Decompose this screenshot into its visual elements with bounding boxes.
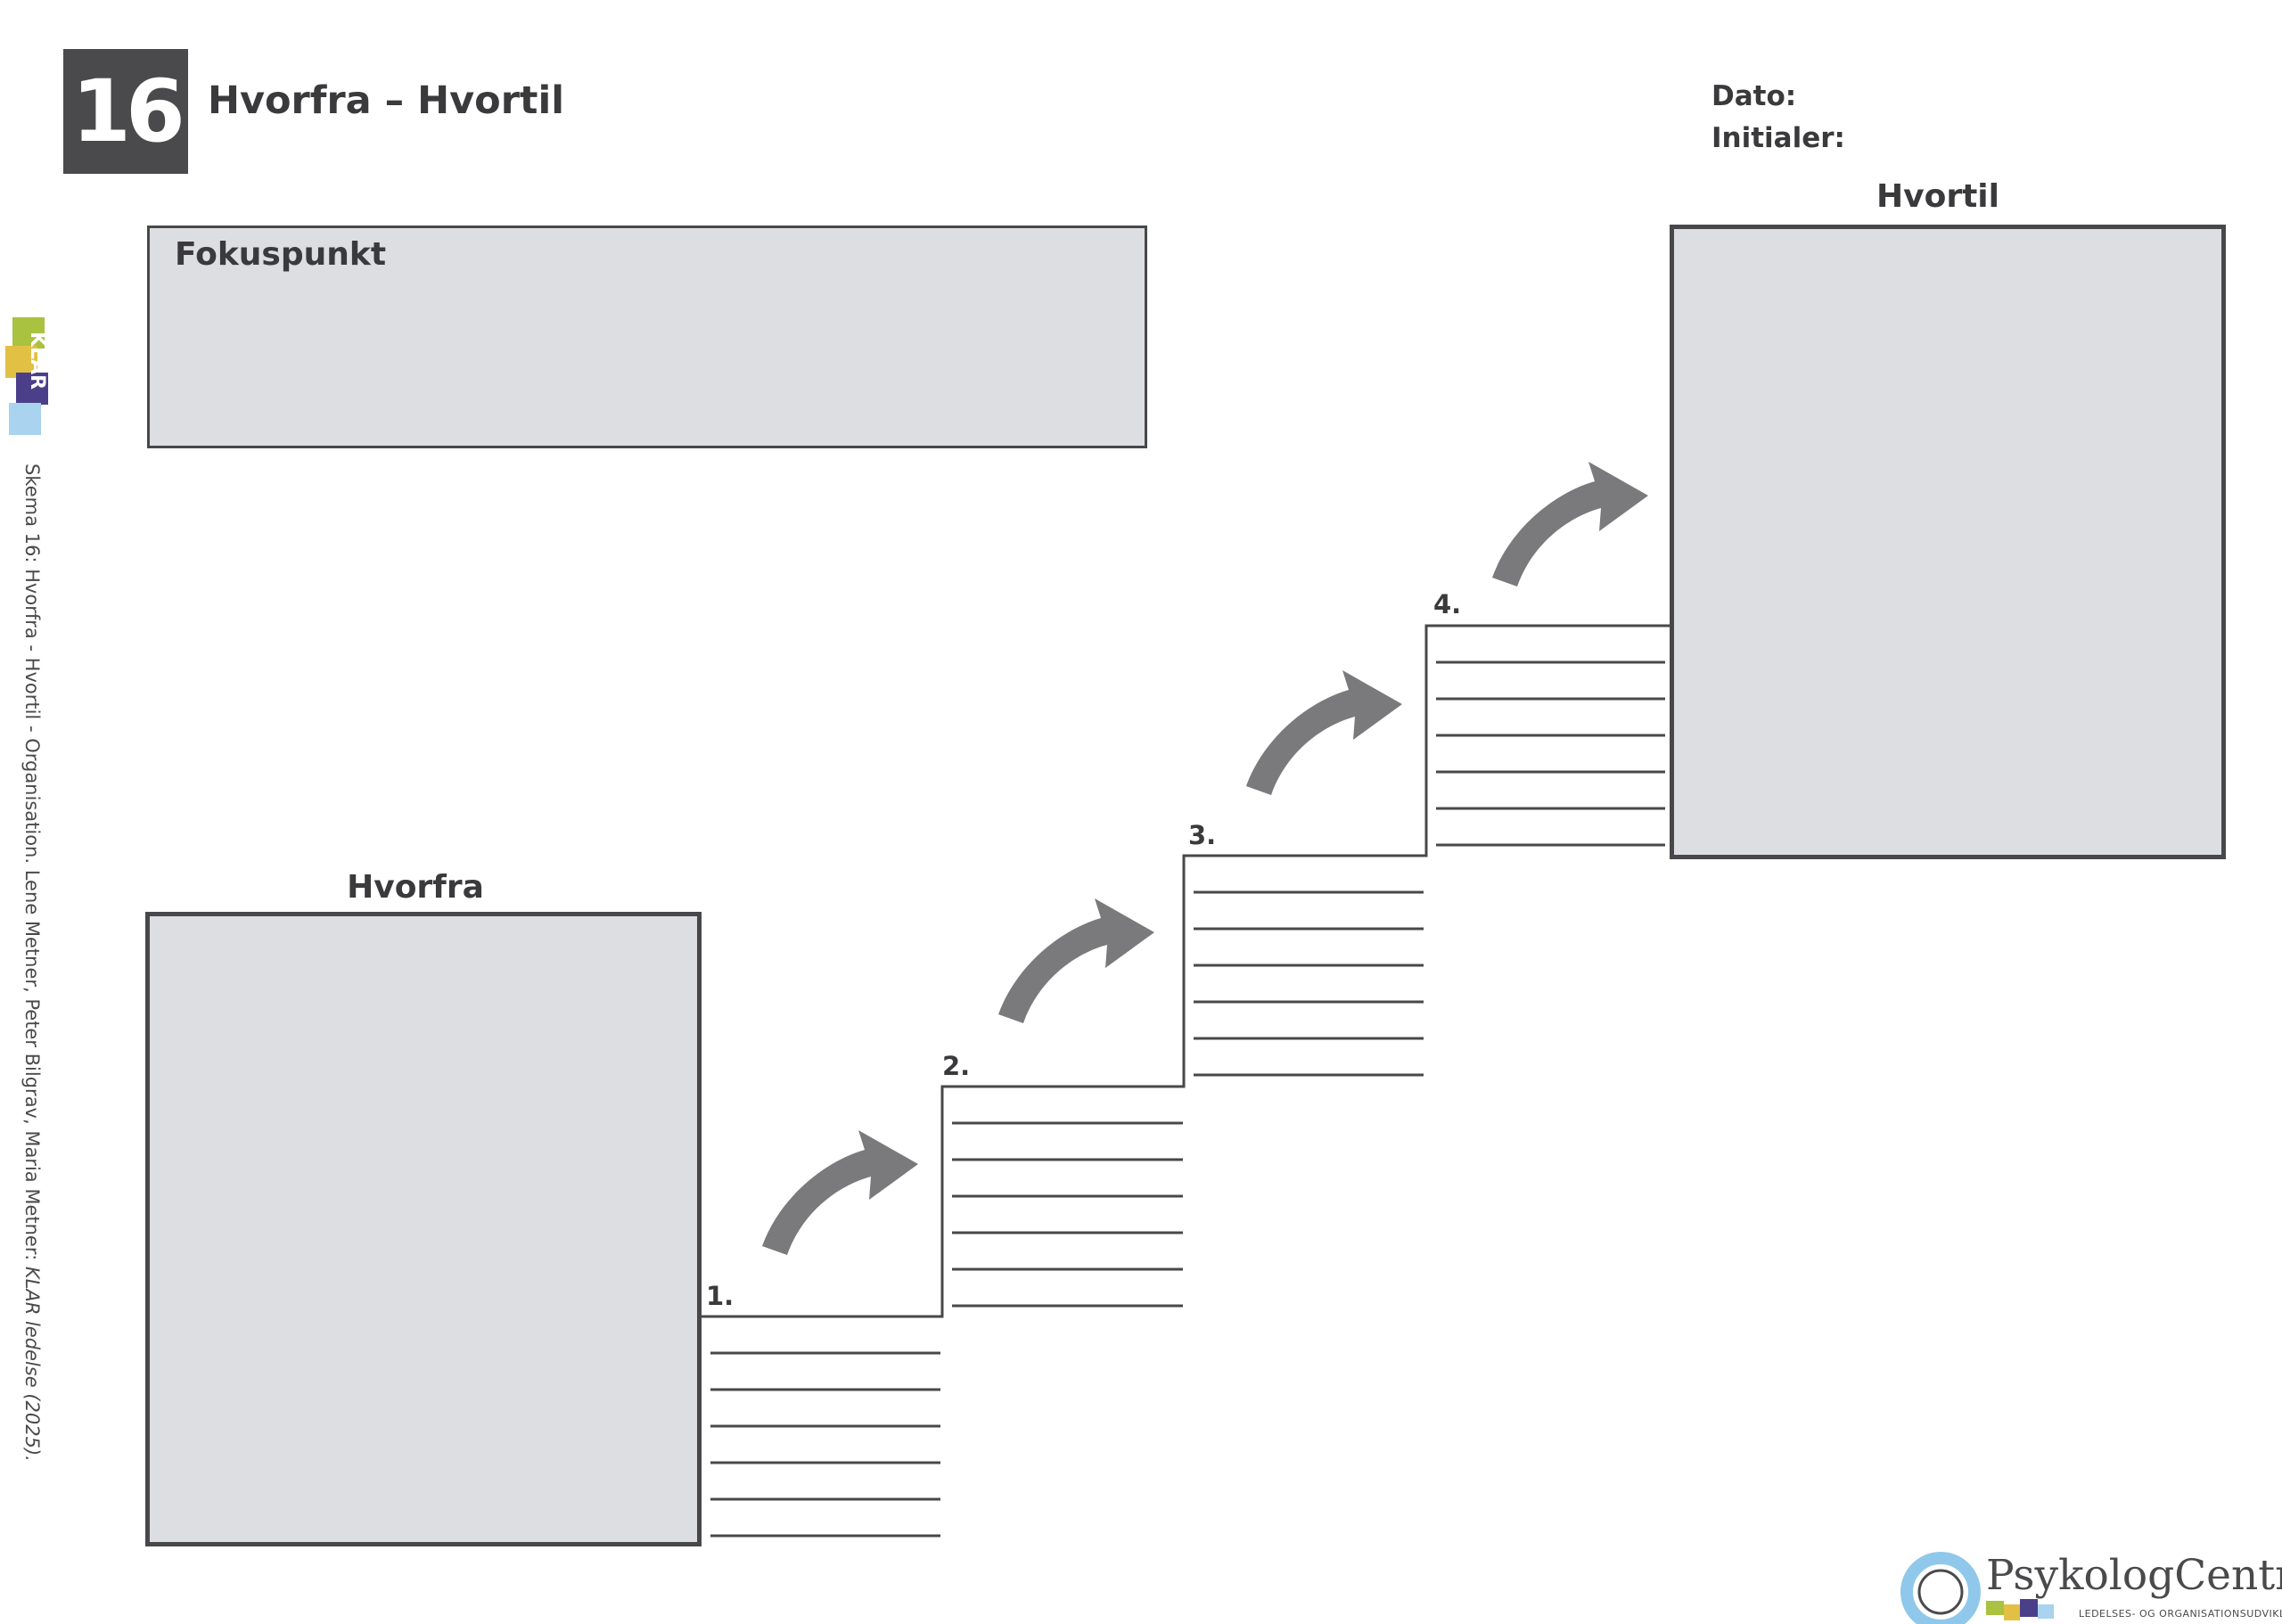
klar-logo-icon: KLAR [5, 317, 48, 435]
focus-label: Fokuspunkt [175, 236, 387, 273]
step-arrow-3-icon [1246, 670, 1402, 795]
step-2-lines [952, 1121, 1183, 1308]
logo-name: PsykologCentret [1986, 1551, 2282, 1600]
step-3-lines [1194, 890, 1424, 1077]
to-heading: Hvortil [1876, 178, 1999, 215]
step-2-label: 2. [942, 1051, 971, 1081]
step-4-lines [1436, 660, 1665, 847]
step-4-label: 4. [1433, 589, 1462, 619]
worksheet-number: 16 [63, 49, 188, 174]
step-1-label: 1. [706, 1281, 735, 1311]
from-box[interactable] [145, 912, 702, 1546]
credit-text: Skema 16: Hvorfra - Hvortil - Organisati… [21, 463, 43, 1267]
step-arrow-1-icon [762, 1130, 918, 1255]
citation-text: KLAR ledelse (2025). [21, 1266, 43, 1462]
sidebar-credit: Skema 16: Hvorfra - Hvortil - Organisati… [21, 463, 43, 1462]
psykologcentret-logo-icon [1900, 1552, 2054, 1624]
step-arrow-4-icon [1492, 462, 1648, 586]
from-heading: Hvorfra [347, 869, 484, 906]
staircase-outline [702, 624, 1670, 1318]
step-1-lines [710, 1351, 940, 1538]
step-3-label: 3. [1188, 820, 1217, 850]
page-title: Hvorfra – Hvortil [208, 78, 564, 123]
to-box[interactable] [1670, 225, 2226, 859]
logo-subtitle: LEDELSES- OG ORGANISATIONSUDVIKLING [2079, 1608, 2282, 1620]
step-arrow-2-icon [998, 898, 1154, 1023]
date-label: Dato: [1712, 80, 1797, 112]
focus-box[interactable] [147, 226, 1147, 448]
initials-label: Initialer: [1712, 122, 1845, 154]
svg-text:KLAR: KLAR [26, 332, 48, 390]
